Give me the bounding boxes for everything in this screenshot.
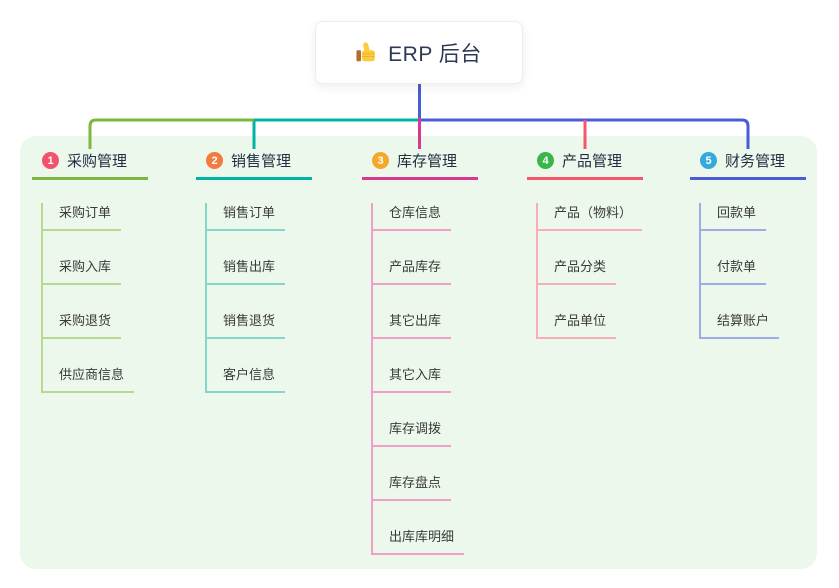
leaf-node[interactable]: 采购订单 xyxy=(43,203,122,231)
branch-number-badge: 1 xyxy=(42,152,59,169)
leaf-node[interactable]: 其它入库 xyxy=(373,365,452,393)
branch-number-badge: 3 xyxy=(372,152,389,169)
leaf-node[interactable]: 客户信息 xyxy=(207,365,286,393)
branch-header[interactable]: 2 销售管理 xyxy=(196,148,312,180)
leaf-node[interactable]: 产品（物料） xyxy=(538,203,643,231)
leaf-node[interactable]: 产品分类 xyxy=(538,257,617,285)
leaf-node[interactable]: 仓库信息 xyxy=(373,203,452,231)
branch-header[interactable]: 3 库存管理 xyxy=(362,148,478,180)
leaf-node[interactable]: 出库库明细 xyxy=(373,527,465,555)
branch-number-badge: 4 xyxy=(537,152,554,169)
leaf-node[interactable]: 产品单位 xyxy=(538,311,617,339)
thumbs-up-icon xyxy=(356,41,378,64)
leaf-node[interactable]: 库存盘点 xyxy=(373,473,452,501)
root-node[interactable]: ERP 后台 xyxy=(315,21,523,84)
leaf-node[interactable]: 销售出库 xyxy=(207,257,286,285)
branch-column: 1 采购管理 采购订单采购入库采购退货供应商信息 xyxy=(32,148,148,393)
leaf-node[interactable]: 销售退货 xyxy=(207,311,286,339)
branch-number-badge: 2 xyxy=(206,152,223,169)
branch-leaves: 仓库信息产品库存其它出库其它入库库存调拨库存盘点出库库明细 xyxy=(371,203,465,555)
branch-leaves: 采购订单采购入库采购退货供应商信息 xyxy=(41,203,135,393)
leaf-node[interactable]: 采购入库 xyxy=(43,257,122,285)
leaf-node[interactable]: 产品库存 xyxy=(373,257,452,285)
leaf-node[interactable]: 供应商信息 xyxy=(43,365,135,393)
leaf-node[interactable]: 其它出库 xyxy=(373,311,452,339)
branch-header[interactable]: 5 财务管理 xyxy=(690,148,806,180)
branch-column: 3 库存管理 仓库信息产品库存其它出库其它入库库存调拨库存盘点出库库明细 xyxy=(362,148,478,555)
branch-title: 销售管理 xyxy=(231,153,292,170)
branch-title: 采购管理 xyxy=(67,153,128,170)
branch-header[interactable]: 4 产品管理 xyxy=(527,148,643,180)
branch-column: 2 销售管理 销售订单销售出库销售退货客户信息 xyxy=(196,148,312,393)
branch-leaves: 回款单付款单结算账户 xyxy=(699,203,780,339)
leaf-node[interactable]: 销售订单 xyxy=(207,203,286,231)
leaf-node[interactable]: 库存调拨 xyxy=(373,419,452,447)
root-title: ERP 后台 xyxy=(388,42,482,66)
branches-panel xyxy=(20,136,817,569)
branch-leaves: 销售订单销售出库销售退货客户信息 xyxy=(205,203,286,393)
leaf-node[interactable]: 采购退货 xyxy=(43,311,122,339)
branch-number-badge: 5 xyxy=(700,152,717,169)
branch-column: 5 财务管理 回款单付款单结算账户 xyxy=(690,148,806,339)
branch-title: 产品管理 xyxy=(562,153,623,170)
branch-header[interactable]: 1 采购管理 xyxy=(32,148,148,180)
leaf-node[interactable]: 结算账户 xyxy=(701,311,780,339)
branch-leaves: 产品（物料） 产品分类产品单位 xyxy=(536,203,643,339)
leaf-node[interactable]: 回款单 xyxy=(701,203,767,231)
branch-column: 4 产品管理 产品（物料） 产品分类产品单位 xyxy=(527,148,643,339)
branch-title: 财务管理 xyxy=(725,153,786,170)
leaf-node[interactable]: 付款单 xyxy=(701,257,767,285)
branch-title: 库存管理 xyxy=(397,153,458,170)
